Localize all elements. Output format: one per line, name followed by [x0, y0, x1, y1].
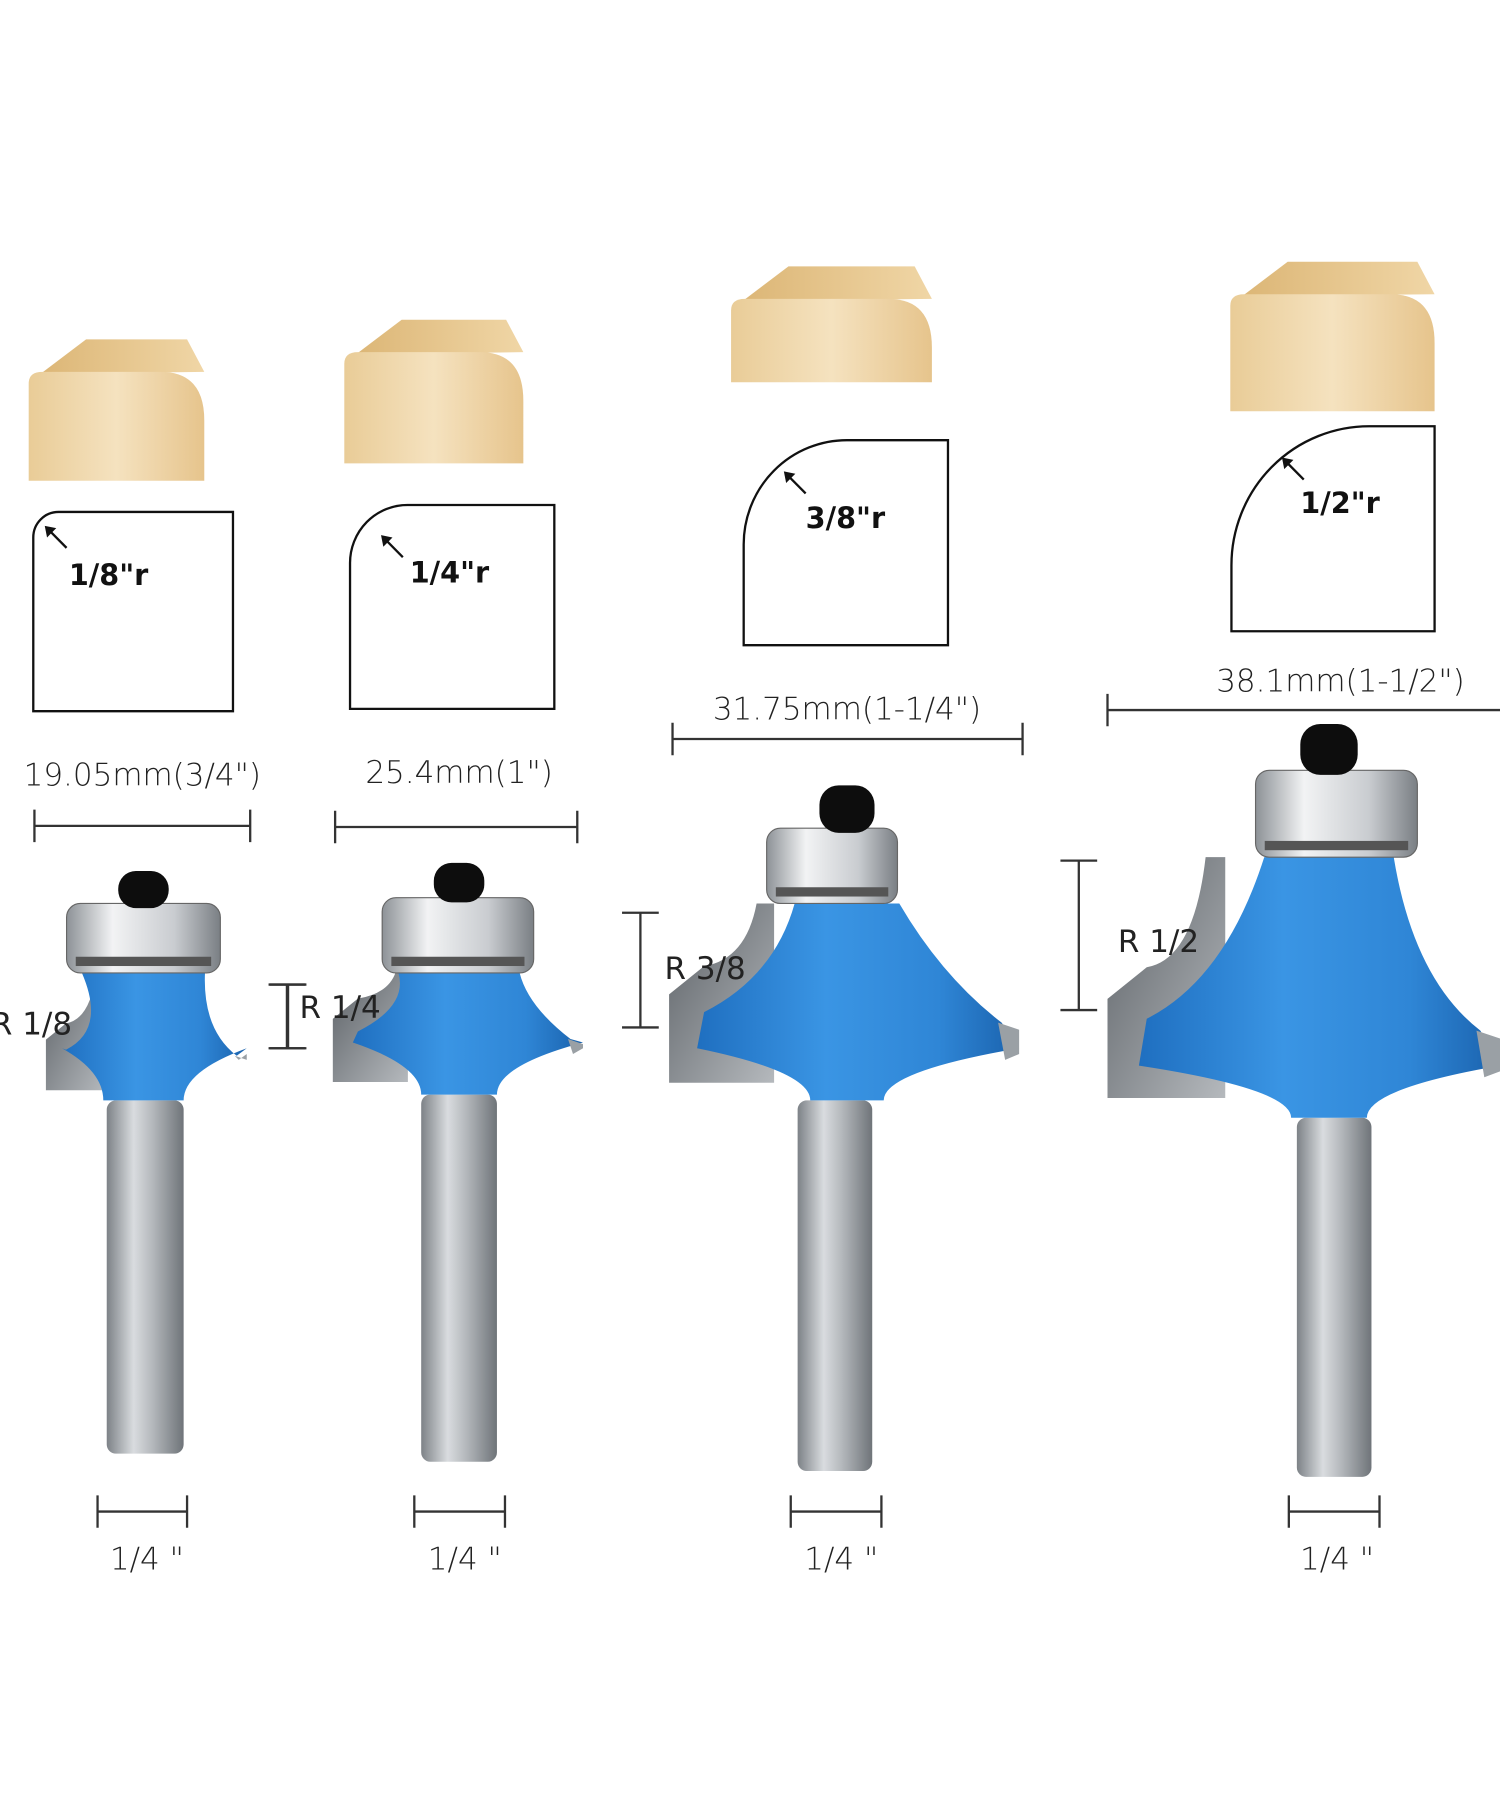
profile-outline [742, 438, 950, 647]
shank-dimension-line [789, 1495, 883, 1528]
router-bit-body [697, 903, 1020, 1101]
carbide-edge [568, 1039, 584, 1055]
wood-sample [344, 352, 524, 464]
profile-radius-label: 1/4"r [410, 556, 490, 590]
cutting-width-label: 25.4mm(1") [365, 755, 552, 791]
radius-label: R 1/4 [300, 990, 381, 1026]
cutting-width-dimension-line [671, 722, 1024, 756]
bearing-seal [775, 887, 889, 897]
radius-dimension-line [622, 911, 659, 1029]
bit-4: 1/2"r 38.1mm(1-1/2") R 1/2 1/4 " [1118, 486, 1465, 1578]
radius-dimension-line [1060, 859, 1098, 1012]
profile-outline [1230, 425, 1436, 633]
profile-radius-label: 3/8"r [806, 501, 886, 535]
shank-dimension-line [1287, 1495, 1381, 1528]
router-bit-body [61, 972, 247, 1101]
cutting-width-dimension-line [1106, 693, 1500, 727]
shank [106, 1100, 184, 1454]
carbide-edge [1476, 1030, 1500, 1078]
arrowhead-icon [44, 525, 57, 538]
profile-outline [348, 503, 556, 711]
arrowhead-icon [381, 535, 393, 547]
radius-label: R 1/8 [0, 1006, 72, 1042]
shank [421, 1094, 497, 1462]
arrowhead-icon [1281, 457, 1294, 470]
shank-dimension-line [413, 1495, 507, 1528]
bearing-screw [819, 785, 875, 833]
cutting-width-label: 38.1mm(1-1/2") [1216, 663, 1465, 699]
cutting-width-dimension-line [33, 809, 252, 843]
shank-diameter-label: 1/4 " [428, 1541, 502, 1577]
radius-dimension-line [269, 983, 307, 1050]
profile-radius-label: 1/2"r [1300, 486, 1380, 520]
bit-2: 1/4"r 25.4mm(1") R 1/4 1/4 " [300, 556, 553, 1578]
cutting-width-label: 19.05mm(3/4") [24, 757, 261, 793]
radius-label: R 1/2 [1118, 924, 1199, 960]
profile-radius-label: 1/8"r [69, 558, 149, 592]
bearing-seal [391, 956, 525, 967]
bit-3: 3/8"r 31.75mm(1-1/4") R 3/8 1/4 " [664, 501, 981, 1577]
bearing-seal [1264, 840, 1409, 851]
bearing-seal [75, 956, 212, 967]
bit-1: 1/8"r 19.05mm(3/4") R 1/8 1/4 " [0, 558, 261, 1578]
cutting-width-dimension-line [333, 810, 579, 844]
carbide-edge [234, 1054, 247, 1060]
wood-sample [731, 298, 932, 383]
arrowhead-icon [783, 471, 796, 484]
radius-label: R 3/8 [664, 951, 745, 987]
bearing-screw [118, 871, 169, 909]
wood-sample [1230, 294, 1435, 412]
router-bit-body [1138, 857, 1500, 1118]
wood-sample-top [742, 266, 932, 302]
wood-sample [28, 371, 205, 481]
shank-diameter-label: 1/4 " [804, 1541, 878, 1577]
bearing-screw [433, 862, 485, 903]
shank [797, 1100, 873, 1472]
wood-sample-top [1241, 261, 1435, 297]
shank-diameter-label: 1/4 " [1300, 1541, 1374, 1577]
wood-sample-top [40, 339, 205, 375]
cutting-width-label: 31.75mm(1-1/4") [713, 691, 981, 727]
router-bit-body [352, 972, 584, 1095]
wood-sample-top [355, 319, 524, 355]
shank [1296, 1117, 1372, 1477]
profile-outline [32, 510, 235, 713]
bearing-screw [1300, 723, 1358, 775]
shank-diameter-label: 1/4 " [110, 1541, 184, 1577]
shank-dimension-line [96, 1495, 189, 1528]
